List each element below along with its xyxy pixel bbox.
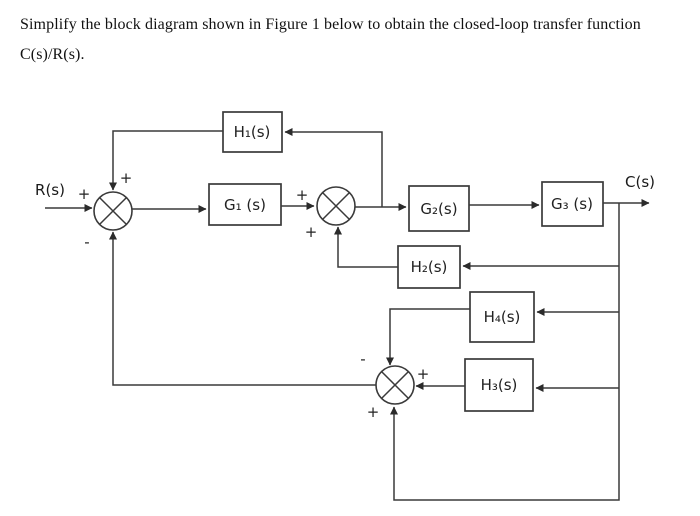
block-h3-label: H₃(s) (481, 376, 518, 394)
wire-h4-to-sum3 (386, 308, 470, 366)
block-g1: G₁ (s) (208, 183, 282, 226)
sign-sum1-top: + (120, 169, 133, 187)
wire-sum3-to-sum1 (109, 231, 376, 386)
block-h3: H₃(s) (464, 358, 534, 412)
block-g2-label: G₂(s) (420, 200, 457, 218)
block-g3-label: G₃ (s) (551, 195, 593, 213)
block-g3: G₃ (s) (541, 181, 604, 227)
wire-h1-to-sum1 (109, 130, 223, 191)
block-h4: H₄(s) (469, 291, 535, 343)
output-signal-label: C(s) (625, 173, 655, 191)
wire-output-trunk-and-bottom-loop (390, 203, 620, 501)
block-h2: H₂(s) (397, 245, 461, 289)
problem-statement: Simplify the block diagram shown in Figu… (20, 10, 692, 70)
wire-pickoff-to-h1 (284, 128, 383, 207)
block-h4-label: H₄(s) (484, 308, 521, 326)
block-h1: H₁(s) (222, 111, 283, 153)
block-h1-label: H₁(s) (234, 123, 271, 141)
sign-sum3-top: - (360, 350, 365, 368)
summing-junction-1 (93, 191, 133, 231)
summing-junction-3 (375, 365, 415, 405)
sign-sum3-right: + (417, 365, 430, 383)
sign-sum3-bottom: + (367, 403, 380, 421)
summing-junction-2 (316, 186, 356, 226)
block-g2: G₂(s) (408, 185, 470, 232)
block-g1-label: G₁ (s) (224, 196, 266, 214)
sign-sum2-left: + (296, 186, 309, 204)
problem-statement-line1: Simplify the block diagram shown in Figu… (20, 16, 641, 33)
sign-sum1-left: + (78, 185, 91, 203)
sign-sum2-bottom: + (305, 223, 318, 241)
input-signal-label: R(s) (35, 181, 65, 199)
wire-h2-to-sum2 (334, 226, 398, 268)
problem-statement-line2: C(s)/R(s). (20, 46, 85, 63)
sign-sum1-bottom: - (84, 233, 89, 251)
block-h2-label: H₂(s) (411, 258, 448, 276)
